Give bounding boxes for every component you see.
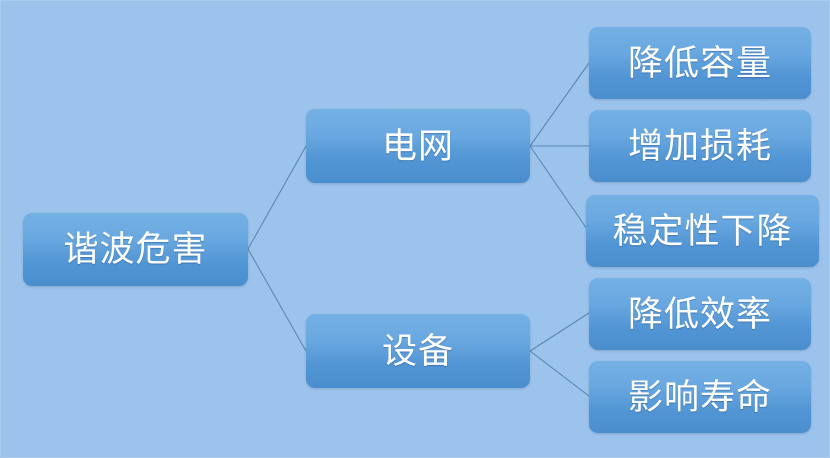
node-leaf-affect-lifespan-label: 影响寿命 [627, 377, 772, 417]
edge-equipment-to-reduce-efficiency [529, 312, 590, 352]
node-branch-equipment[interactable]: 设备 [306, 314, 530, 388]
node-leaf-affect-lifespan[interactable]: 影响寿命 [589, 361, 811, 433]
node-leaf-stability-drop[interactable]: 稳定性下降 [586, 195, 819, 267]
node-branch-equipment-label: 设备 [381, 331, 454, 371]
edge-root-to-equipment [247, 248, 307, 352]
edge-equipment-to-affect-lifespan [529, 350, 590, 397]
node-leaf-stability-drop-label: 稳定性下降 [612, 211, 793, 251]
node-leaf-increase-loss-label: 增加损耗 [627, 126, 772, 166]
edge-grid-to-reduce-capacity [529, 62, 590, 147]
node-root-harmonic-hazard[interactable]: 谐波危害 [23, 213, 248, 286]
node-branch-grid[interactable]: 电网 [306, 109, 530, 183]
node-leaf-increase-loss[interactable]: 增加损耗 [589, 110, 811, 182]
node-leaf-reduce-efficiency[interactable]: 降低效率 [589, 278, 811, 350]
node-leaf-reduce-capacity-label: 降低容量 [627, 43, 772, 83]
node-root-label: 谐波危害 [63, 230, 208, 269]
edge-grid-to-stability-drop [529, 145, 590, 233]
node-leaf-reduce-capacity[interactable]: 降低容量 [589, 27, 811, 99]
edge-root-to-grid [247, 145, 307, 250]
node-leaf-reduce-efficiency-label: 降低效率 [627, 294, 772, 334]
node-branch-grid-label: 电网 [381, 126, 454, 166]
